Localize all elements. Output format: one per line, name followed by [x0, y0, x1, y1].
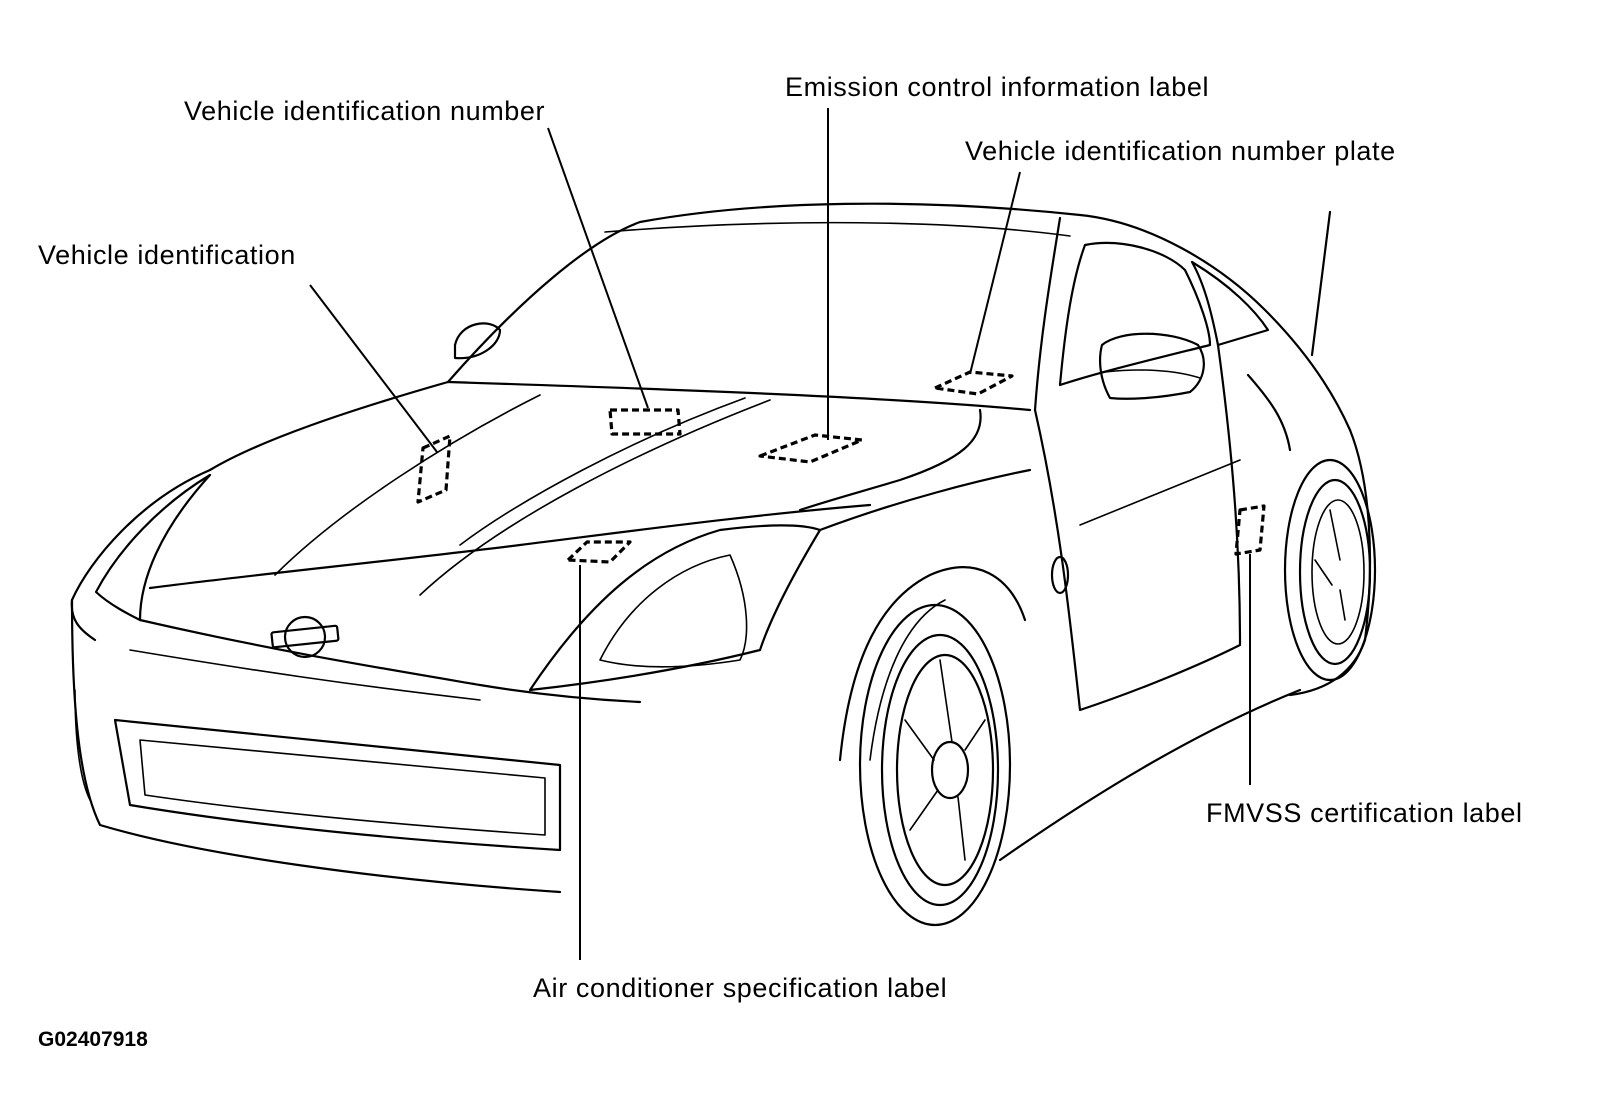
label-air-conditioner-specification: Air conditioner specification label [533, 973, 947, 1003]
fmvss-label-marker [1234, 504, 1266, 556]
hood-crease-center-inner [459, 397, 746, 546]
windshield-base [446, 380, 1032, 412]
front-wheel-arch [838, 566, 1027, 762]
emission-control-label-marker [758, 433, 864, 464]
roof-outline [446, 202, 1352, 432]
hood-left-edge [208, 380, 450, 472]
front-wheel [858, 603, 1012, 927]
rear-quarter [1288, 428, 1372, 697]
leader-lines [309, 108, 1251, 960]
vehicle-identification-marker [416, 434, 452, 504]
rocker-panel [998, 688, 1302, 862]
label-fmvss-certification: FMVSS certification label [1206, 798, 1523, 828]
air-conditioner-label-marker [566, 540, 632, 564]
brand-emblem [270, 615, 340, 659]
hood-crease-center [419, 399, 771, 596]
cowl-line [798, 408, 982, 512]
rear-wheel [1283, 458, 1377, 682]
antenna [1310, 210, 1332, 357]
windshield-inner-line [604, 221, 1071, 237]
label-vehicle-identification-number-plate: Vehicle identification number plate [965, 136, 1396, 166]
side-marker [1050, 555, 1070, 595]
side-window [1058, 241, 1212, 387]
label-location-markers [416, 370, 1266, 564]
car-illustration [70, 202, 1377, 927]
nose-outline [70, 468, 212, 642]
bumper-crease [129, 649, 481, 701]
right-mirror [1099, 332, 1205, 400]
grille-inner [139, 739, 546, 836]
left-headlight [94, 473, 212, 622]
vin-plate-marker [933, 370, 1014, 396]
a-pillar [1033, 216, 1062, 412]
hood-front-edge [148, 503, 872, 590]
label-vehicle-identification-number: Vehicle identification number [184, 96, 545, 126]
door-beltline [1079, 459, 1241, 526]
grille-opening [113, 718, 562, 852]
rear-quarter-window [1190, 260, 1270, 347]
label-emission-control-information: Emission control information label [785, 72, 1209, 102]
label-vehicle-identification: Vehicle identification [38, 240, 296, 270]
figure-code: G02407918 [38, 1028, 148, 1051]
hood-crease-left [274, 394, 541, 576]
front-bumper-top [138, 618, 642, 704]
front-fender [818, 468, 1032, 532]
door-outline [1033, 343, 1242, 712]
left-mirror [453, 322, 502, 360]
callout-labels: Vehicle identification Vehicle identific… [38, 72, 1523, 1051]
right-headlight [528, 524, 822, 692]
vehicle-identification-number-marker [608, 408, 682, 436]
